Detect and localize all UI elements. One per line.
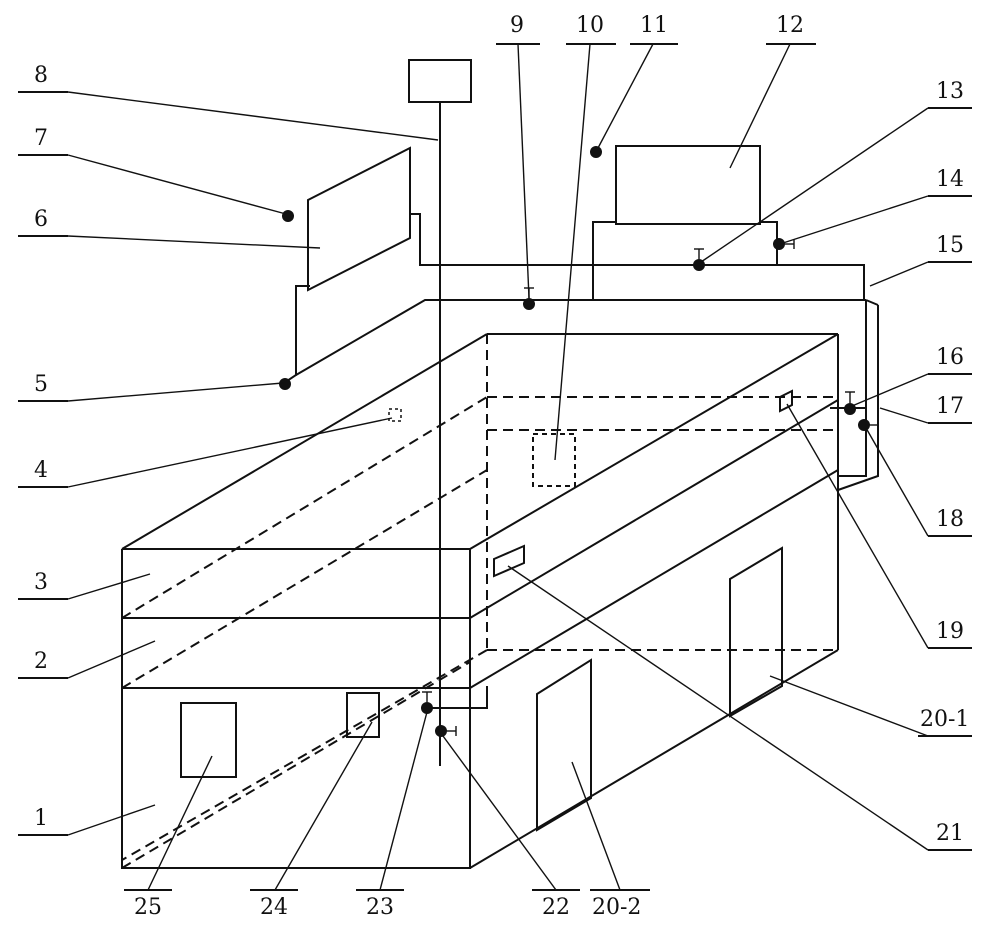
valve-23 — [421, 702, 433, 714]
label-3: 3 — [34, 570, 48, 595]
label-18: 18 — [936, 507, 964, 532]
label-23: 23 — [366, 895, 394, 920]
label-10: 10 — [576, 13, 604, 38]
tank-6 — [307, 146, 411, 292]
label-9: 9 — [510, 13, 524, 38]
label-20-1: 20-1 — [920, 707, 969, 732]
valve-9 — [523, 298, 535, 310]
main-box — [121, 333, 839, 869]
box-8 — [408, 59, 472, 103]
leader-lines — [67, 43, 929, 891]
door-25 — [180, 702, 237, 778]
tank-12 — [615, 145, 761, 225]
label-8: 8 — [34, 63, 48, 88]
sensor-4 — [388, 408, 402, 422]
label-15: 15 — [936, 233, 964, 258]
label-22: 22 — [542, 895, 570, 920]
label-5: 5 — [34, 372, 48, 397]
label-12: 12 — [776, 13, 804, 38]
valve-22 — [435, 725, 447, 737]
plate-19 — [779, 389, 793, 413]
valve-5 — [279, 378, 291, 390]
valve-18 — [858, 419, 870, 431]
valve-14 — [773, 238, 785, 250]
valve-7 — [282, 210, 294, 222]
label-17: 17 — [936, 394, 964, 419]
label-19: 19 — [936, 619, 964, 644]
valves — [279, 146, 879, 737]
label-4: 4 — [34, 458, 48, 483]
label-11: 11 — [640, 13, 668, 38]
label-13: 13 — [936, 79, 964, 104]
label-7: 7 — [34, 126, 48, 151]
label-21: 21 — [936, 821, 964, 846]
label-1: 1 — [34, 806, 48, 831]
label-16: 16 — [936, 345, 964, 370]
valve-11 — [590, 146, 602, 158]
label-20-2: 20-2 — [592, 895, 641, 920]
label-14: 14 — [936, 167, 964, 192]
piping — [283, 213, 879, 709]
label-24: 24 — [260, 895, 288, 920]
labels: 8 7 6 5 4 3 2 1 9 10 11 12 13 14 15 16 1… — [34, 13, 969, 920]
label-underlines — [18, 43, 972, 891]
box-10 — [532, 433, 576, 487]
door-20-2 — [536, 658, 592, 832]
label-25: 25 — [134, 895, 162, 920]
door-20-1 — [729, 546, 783, 718]
plate-21 — [493, 544, 525, 578]
label-2: 2 — [34, 649, 48, 674]
label-6: 6 — [34, 207, 48, 232]
